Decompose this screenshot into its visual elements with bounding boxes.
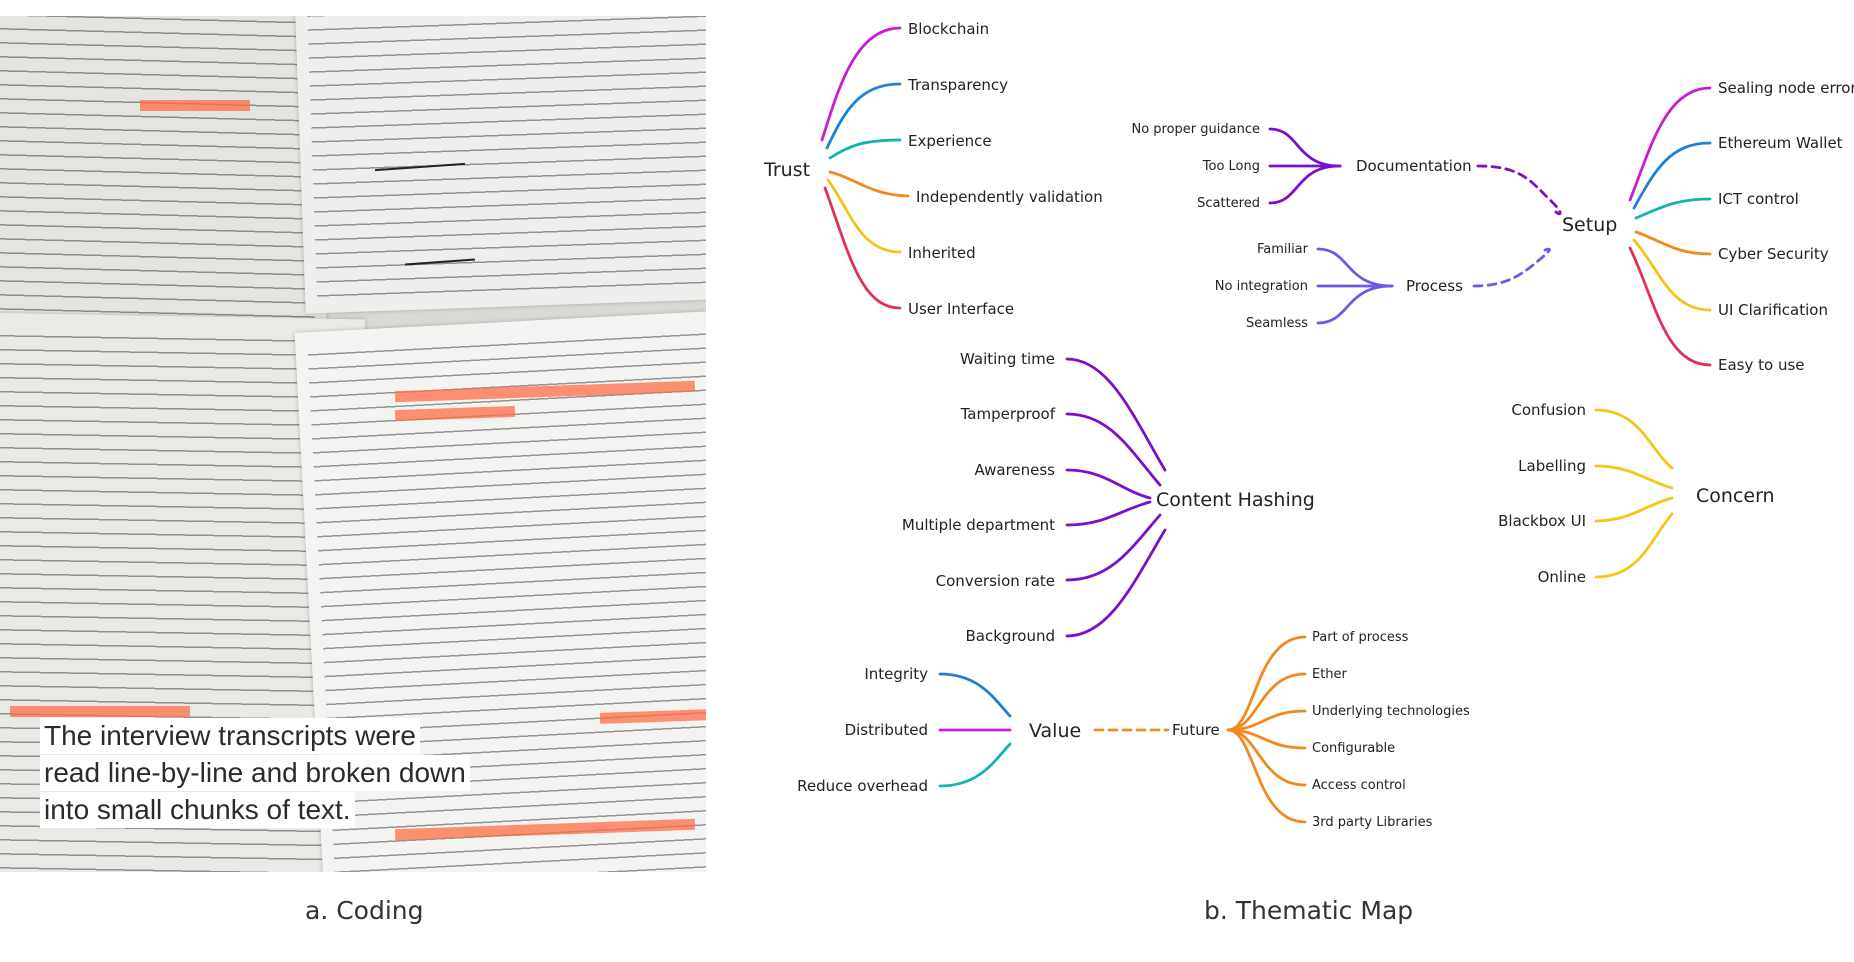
- future-item: Part of process: [1312, 630, 1409, 645]
- future-item: Ether: [1312, 667, 1348, 682]
- process-branches: [1316, 247, 1551, 325]
- documentation-branches: [1268, 127, 1562, 216]
- documentation-item: Too Long: [1202, 159, 1260, 174]
- setup-item: Cyber Security: [1718, 245, 1829, 263]
- highlight-mark: [10, 706, 190, 717]
- panel-label-thematic-map: b. Thematic Map: [1204, 896, 1414, 925]
- trust-branches: [820, 26, 910, 310]
- setup-item: UI Clarification: [1718, 301, 1828, 319]
- concern-item: Blackbox UI: [1498, 512, 1586, 530]
- hub-documentation: Documentation: [1356, 157, 1472, 175]
- content-hashing-item: Conversion rate: [936, 572, 1055, 590]
- process-item: No integration: [1215, 279, 1308, 294]
- photo-caption: The interview transcripts were read line…: [40, 718, 500, 829]
- content-hashing-item: Multiple department: [902, 516, 1055, 534]
- setup-item: Easy to use: [1718, 356, 1805, 374]
- caption-line: read line-by-line and broken down: [40, 755, 470, 791]
- content-hashing-item: Waiting time: [960, 350, 1055, 368]
- value-item: Reduce overhead: [797, 777, 928, 795]
- caption-line: The interview transcripts were: [40, 718, 420, 754]
- concern-branches: [1594, 408, 1674, 579]
- process-item: Seamless: [1246, 316, 1308, 331]
- trust-item: Independently validation: [916, 188, 1103, 206]
- hub-content-hashing: Content Hashing: [1156, 489, 1315, 511]
- value-item: Integrity: [864, 665, 928, 683]
- trust-item: Transparency: [907, 76, 1008, 94]
- documentation-item: Scattered: [1197, 196, 1260, 211]
- future-item: 3rd party Libraries: [1312, 815, 1433, 830]
- content-hashing-item: Tamperproof: [960, 405, 1056, 423]
- future-item: Access control: [1312, 778, 1406, 793]
- hub-setup: Setup: [1562, 214, 1617, 236]
- content-hashing-branches: [1065, 357, 1167, 638]
- caption-line: into small chunks of text.: [40, 792, 355, 828]
- panel-label-coding: a. Coding: [305, 896, 424, 925]
- coding-photo: The interview transcripts were read line…: [0, 16, 706, 872]
- hub-value: Value: [1029, 720, 1081, 742]
- content-hashing-item: Awareness: [974, 461, 1055, 479]
- trust-item: User Interface: [908, 300, 1014, 318]
- documentation-item: No proper guidance: [1131, 122, 1260, 137]
- value-branches: [938, 672, 1170, 788]
- hub-future: Future: [1172, 721, 1220, 739]
- future-branches: [1226, 635, 1307, 824]
- setup-branches: [1628, 86, 1712, 367]
- setup-item: Sealing node error: [1718, 79, 1854, 97]
- trust-item: Experience: [908, 132, 992, 150]
- trust-node: Trust: [763, 159, 810, 181]
- future-item: Configurable: [1312, 741, 1395, 756]
- trust-item: Inherited: [908, 244, 976, 262]
- trust-item: Blockchain: [908, 20, 989, 38]
- hub-trust: Trust: [763, 159, 810, 181]
- hub-concern: Concern: [1696, 485, 1775, 507]
- setup-item: ICT control: [1718, 190, 1799, 208]
- concern-item: Online: [1538, 568, 1586, 586]
- highlight-mark: [140, 100, 250, 111]
- content-hashing-item: Background: [966, 627, 1056, 645]
- value-item: Distributed: [845, 721, 928, 739]
- concern-item: Confusion: [1511, 401, 1586, 419]
- setup-item: Ethereum Wallet: [1718, 134, 1843, 152]
- process-item: Familiar: [1257, 242, 1309, 257]
- future-item: Underlying technologies: [1312, 704, 1470, 719]
- concern-item: Labelling: [1518, 457, 1586, 475]
- hub-process: Process: [1406, 277, 1463, 295]
